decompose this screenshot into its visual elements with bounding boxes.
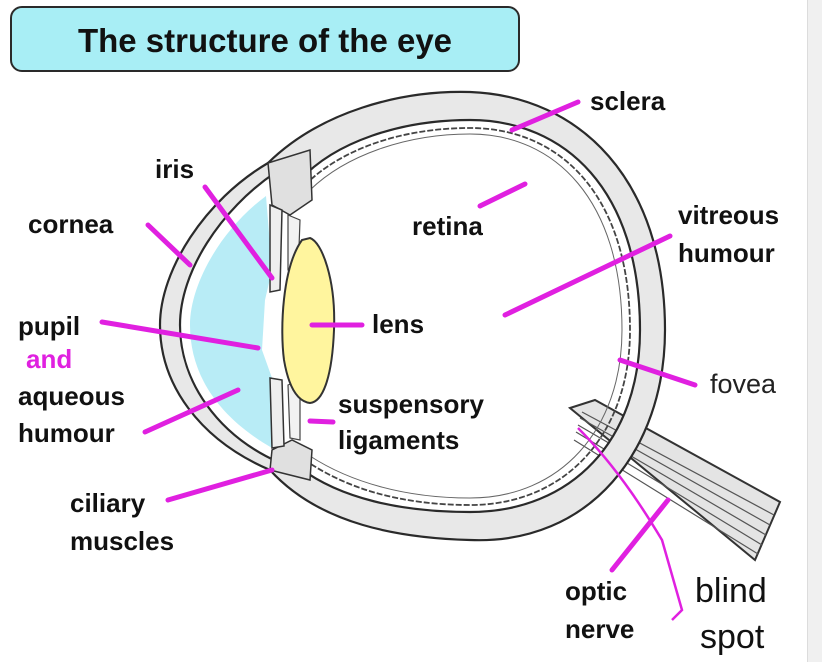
label-aqueous-line2: humour (18, 418, 115, 448)
ciliary-body-top (267, 148, 313, 216)
label-aqueous-line1: aqueous (18, 381, 125, 411)
label-retina: retina (412, 211, 483, 241)
diagram-title: The structure of the eye (77, 22, 453, 59)
sclera-wall (266, 90, 667, 542)
label-lens: lens (372, 309, 424, 339)
retina-layer (304, 127, 631, 506)
label-optic-line2: nerve (565, 614, 634, 644)
label-cornea: cornea (28, 209, 114, 239)
label-blind-line1: blind (695, 572, 767, 610)
label-suspensory-line1: suspensory (338, 389, 484, 419)
label-and: and (26, 344, 72, 374)
ciliary-body-bottom (269, 439, 313, 481)
label-ciliary-line1: ciliary (70, 488, 146, 518)
leader-lines (99, 99, 698, 621)
aqueous-humour (190, 196, 272, 448)
iris-top (269, 203, 283, 293)
label-fovea: fovea (710, 369, 777, 399)
label-optic-line1: optic (565, 576, 627, 606)
label-ciliary-line2: muscles (70, 526, 174, 556)
title-box: The structure of the eye (10, 6, 520, 72)
vertical-scrollbar[interactable] (807, 0, 822, 662)
iris-bottom (269, 377, 285, 449)
label-pupil: pupil (18, 311, 80, 341)
label-vitreous-line2: humour (678, 238, 775, 268)
lens (281, 236, 336, 405)
label-blind-line2: spot (700, 618, 765, 656)
label-suspensory-line2: ligaments (338, 425, 459, 455)
label-vitreous-line1: vitreous (678, 200, 779, 230)
label-iris: iris (155, 154, 194, 184)
label-sclera: sclera (590, 86, 666, 116)
